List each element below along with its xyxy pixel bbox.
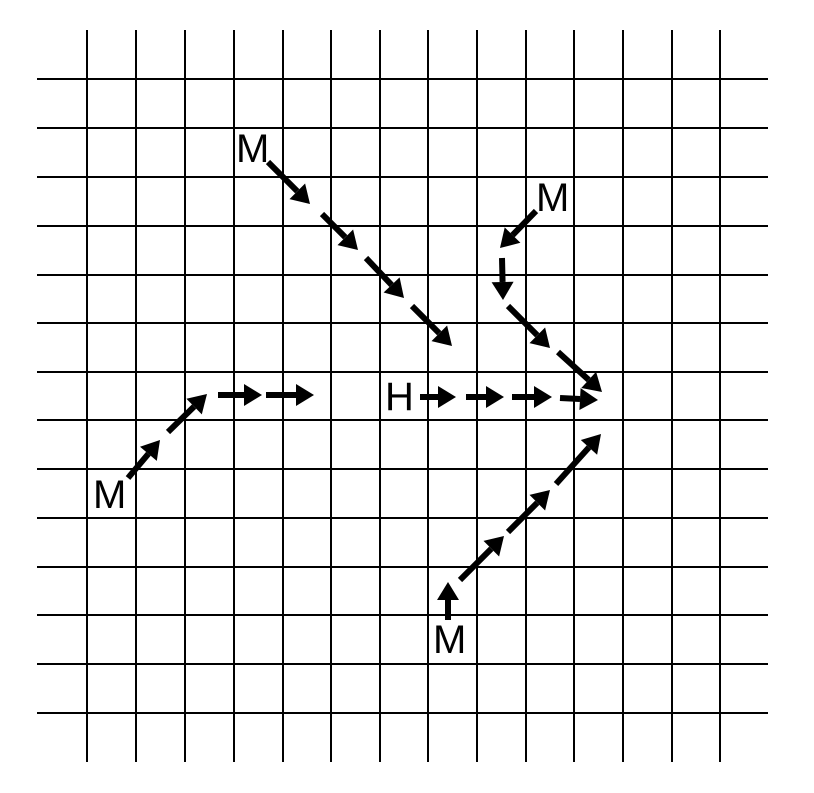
arrowhead-icon [244,384,262,406]
arrowhead-icon [186,394,207,415]
arrowhead-icon [580,434,601,455]
arrow-segment-17 [457,546,494,583]
arrowhead-icon [529,327,550,348]
arrowhead-icon [289,183,310,204]
arrow-segment-2 [363,255,394,288]
arrowhead-icon [437,582,459,600]
label-m-top: M [236,127,269,171]
arrow-segment-6 [505,303,540,338]
arrow-segment-1 [319,211,348,240]
label-m-left: M [93,473,126,517]
arrowhead-icon [431,325,452,346]
arrow-segment-3 [409,303,442,336]
grid [37,30,768,762]
arrowhead-icon [438,386,456,408]
arrow-segment-18 [505,500,540,535]
arrow-paths [125,159,602,620]
arrowhead-icon [140,440,160,461]
arrow-segment-19 [553,445,592,487]
arrowhead-icon [500,227,521,248]
arrowhead-icon [579,388,598,410]
arrowhead-icon [383,277,404,298]
arrow-segment-13 [165,404,197,435]
arrowhead-icon [491,281,514,300]
arrow-segment-7 [555,349,591,383]
label-m-right: M [536,176,569,220]
arrowhead-icon [534,386,552,408]
label-m-bottom: M [433,618,466,662]
label-h: H [385,375,414,419]
arrowhead-icon [581,371,602,392]
arrow-segment-0 [265,159,300,194]
arrow-segment-11 [559,395,581,403]
arrowhead-icon [337,229,358,250]
arrow-segment-12 [125,451,151,480]
arrowhead-icon [486,386,504,408]
arrowhead-icon [529,490,550,511]
arrowhead-icon [483,536,504,557]
arrow-segment-5 [499,257,506,283]
arrow-segment-4 [510,208,539,238]
arrowhead-icon [296,384,314,406]
